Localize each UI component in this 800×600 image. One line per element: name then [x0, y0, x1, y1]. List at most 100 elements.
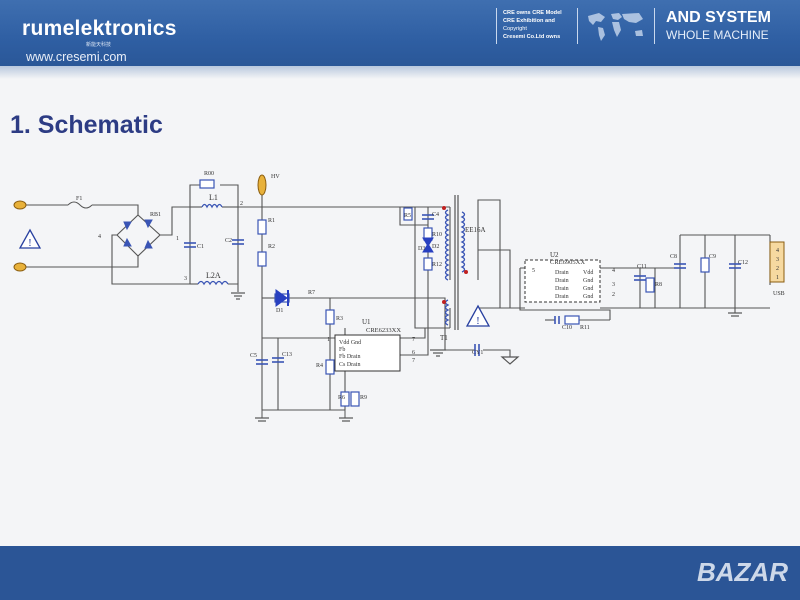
label-r10: R10	[432, 232, 442, 238]
label-c8: C8	[670, 254, 677, 260]
u2-pin-num: 2	[612, 292, 615, 298]
label-c1: C1	[197, 244, 204, 250]
bridge-rectifier	[123, 219, 153, 249]
usb-pin: 4	[776, 248, 779, 254]
capacitors	[184, 214, 741, 365]
schematic-diagram: ! !	[13, 171, 785, 422]
fuse-symbol	[67, 201, 93, 209]
label-f1: F1	[76, 196, 82, 202]
tagline-secondary: WHOLE MACHINE	[666, 28, 769, 42]
watermark-logo: BAZAR	[697, 557, 788, 587]
u2-right-pin: Vdd	[583, 270, 593, 276]
label-d3: D3	[418, 246, 425, 252]
u1-pin: Cs Drain	[339, 362, 361, 368]
usb-pin: 3	[776, 257, 779, 263]
header-notes: CRE owns CRE Model CRE Exhibition and Co…	[503, 9, 562, 41]
label-r7: R7	[308, 290, 315, 296]
u2-left-pin: Drain	[555, 294, 569, 300]
header-note: CRE Exhibition and	[503, 18, 555, 24]
u1-chip	[334, 334, 401, 372]
label-c5: C5	[250, 353, 257, 359]
label-node-1: 1	[176, 236, 179, 242]
u1-pin-num: 6	[412, 350, 415, 356]
label-node-4: 4	[98, 234, 101, 240]
label-d2: D2	[432, 244, 439, 250]
u2-chip	[524, 259, 601, 303]
brand-subtitle: 新能天科技	[86, 42, 112, 48]
header-note: CRE owns CRE Model	[503, 10, 562, 16]
label-l1: L1	[209, 193, 218, 202]
label-r4: R4	[316, 363, 323, 369]
u2-pin-num: 3	[612, 282, 615, 288]
label-c11: C11	[637, 264, 647, 270]
header-bar: rumelektronics 新能天科技 www.cresemi.com CRE…	[0, 0, 800, 66]
u1-part: CRE6233XX	[366, 327, 401, 334]
label-c10: C10	[562, 325, 572, 331]
label-c4: C4	[432, 212, 439, 218]
hv-connector	[257, 174, 267, 196]
label-rb: RB1	[150, 212, 161, 218]
label-usb: USB	[773, 291, 785, 297]
label-r8: R8	[655, 282, 662, 288]
u1-pin-num: 7	[412, 358, 415, 364]
u2-left-pin: Drain	[555, 278, 569, 284]
label-d1: D1	[276, 308, 283, 314]
header-divider	[496, 8, 497, 44]
label-r12: R12	[432, 262, 442, 268]
u2-right-pin: Gnd	[583, 278, 593, 284]
label-r9: R9	[360, 395, 367, 401]
u1-label: U1	[362, 318, 371, 326]
u1-pin-num: 1	[327, 337, 330, 343]
u1-pin: Fb	[339, 347, 345, 353]
label-node-3: 3	[184, 276, 187, 282]
brand-logo: rumelektronics	[22, 17, 177, 40]
label-hv: HV	[271, 174, 280, 180]
u2-label: U2	[550, 251, 559, 259]
slide-title: 1. Schematic	[10, 111, 163, 139]
label-c9: C9	[709, 254, 716, 260]
header-note: Copyright	[503, 26, 527, 32]
label-r3: R3	[336, 316, 343, 322]
usb-connector	[769, 241, 785, 283]
u1-pin: Vdd Gnd	[339, 340, 361, 346]
inductors	[197, 203, 466, 326]
u1-pin-num: 7	[412, 337, 415, 343]
ground-symbols	[231, 292, 742, 422]
world-map-icon	[588, 13, 643, 41]
label-r1: R1	[268, 218, 275, 224]
label-node-2: 2	[240, 201, 243, 207]
label-t1: T1	[440, 334, 448, 342]
warning-icon: !	[465, 304, 491, 327]
footer-bar: BAZAR	[0, 546, 800, 600]
website-url: www.cresemi.com	[26, 50, 127, 64]
label-c12: C12	[738, 260, 748, 266]
u2-pin-num: 4	[612, 268, 615, 274]
label-c13: C13	[282, 352, 292, 358]
header-note: Cresemi Co.Ltd owns	[503, 34, 561, 40]
u2-part: CRE6905XX	[550, 259, 585, 266]
u2-pin-num: 5	[532, 268, 535, 274]
svg-text:!: !	[476, 315, 480, 327]
header-shadow-band	[0, 66, 800, 79]
diodes	[275, 237, 434, 307]
tagline-primary: AND SYSTEM	[666, 9, 771, 26]
label-r2: R2	[268, 244, 275, 250]
u2-right-pin: Gnd	[583, 286, 593, 292]
label-r11: R11	[580, 325, 590, 331]
u2-right-pin: Gnd	[583, 294, 593, 300]
header-divider	[654, 8, 655, 44]
warning-icon: !	[18, 228, 42, 249]
label-cy1: CY1	[472, 350, 483, 356]
label-r5: R5	[404, 213, 411, 219]
label-ee16a: EE16A	[465, 226, 486, 234]
usb-pin: 1	[776, 275, 779, 281]
header-divider	[577, 8, 578, 44]
u1-pin: Fb Drain	[339, 354, 361, 360]
label-l2a: L2A	[206, 271, 221, 280]
label-c2: C2	[225, 238, 232, 244]
label-r6: R6	[338, 395, 345, 401]
ac-input-terminals	[13, 200, 27, 272]
u2-left-pin: Drain	[555, 286, 569, 292]
label-r00: R00	[204, 171, 214, 177]
svg-text:!: !	[28, 237, 32, 249]
